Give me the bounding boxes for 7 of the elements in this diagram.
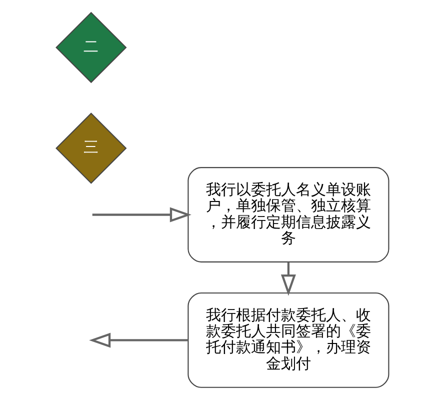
arrow <box>280 262 296 296</box>
node-diamond: 二 <box>55 12 126 84</box>
node-box: 我行根据付款委托人、收款委托人共同签署的《委托付款通知书》，办理资金划付 <box>187 292 389 388</box>
node-diamond: 三 <box>55 112 126 184</box>
arrow <box>92 207 191 222</box>
arrow <box>88 332 188 348</box>
node-box: 我行以委托人名义单设账户，单独保管、独立核算，并履行定期信息披露义务 <box>187 167 389 262</box>
